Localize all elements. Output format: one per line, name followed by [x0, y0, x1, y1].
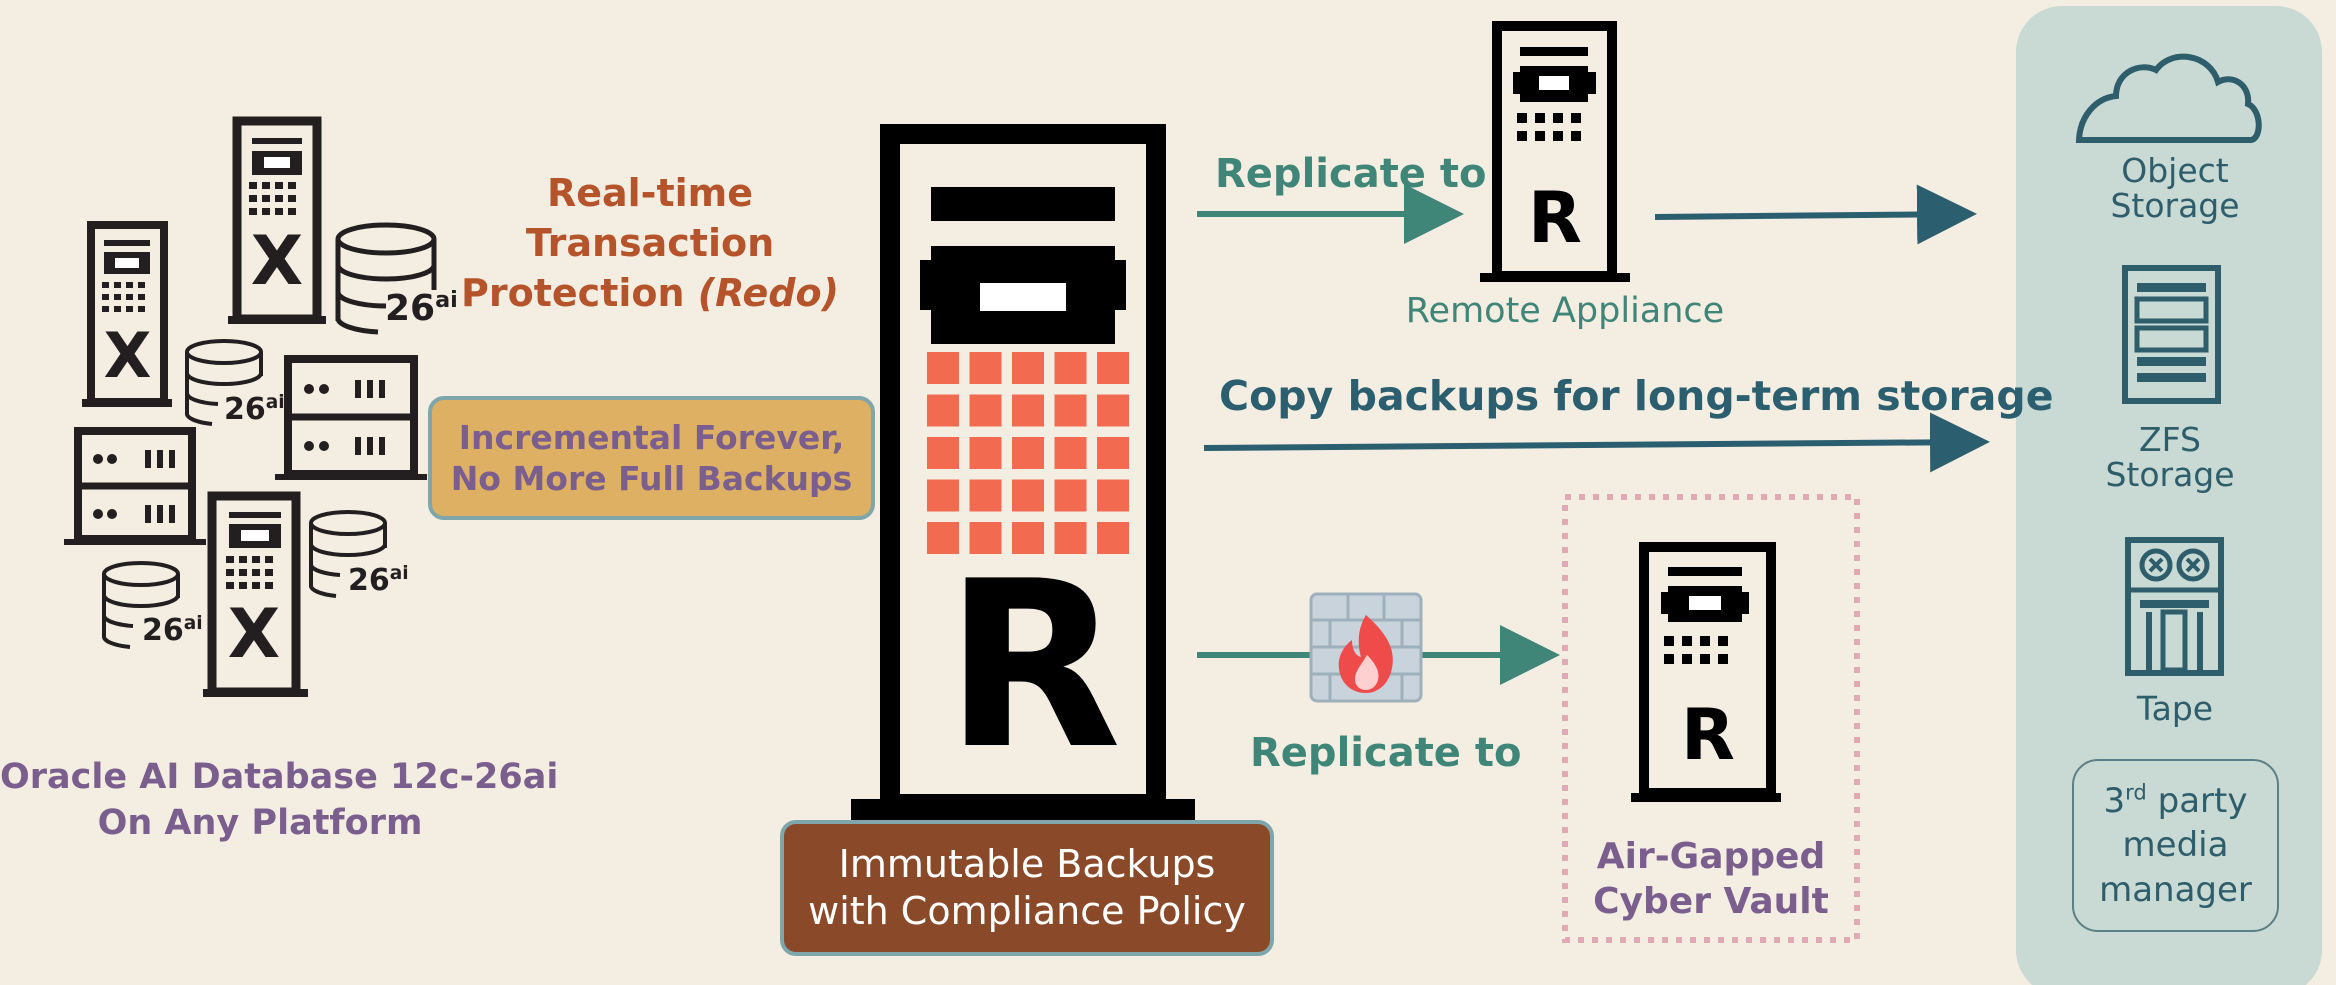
storage-tile: [1097, 437, 1129, 469]
database-icon: [184, 339, 263, 426]
storage-tile: [969, 437, 1002, 469]
incremental-line2: No More Full Backups: [450, 459, 853, 498]
copy-backups-arrow: [1203, 412, 1990, 473]
x-server-letter: X: [103, 319, 152, 392]
x-server-icon: [203, 491, 308, 697]
storage-tile: [969, 394, 1002, 427]
vault-appliance-icon: [1631, 542, 1781, 802]
copy-backups-label: Copy backups for long-term storage: [1219, 372, 2054, 420]
replicate-bottom-label: Replicate to: [1250, 730, 1522, 776]
storage-tile: [1097, 394, 1129, 427]
cyber-vault-line2: Cyber Vault: [1593, 881, 1829, 923]
x-server-letter: X: [227, 595, 281, 674]
storage-tile: [1012, 394, 1044, 427]
storage-tile: [1097, 479, 1129, 512]
x-server-icon: [82, 221, 172, 407]
third-party-line1: 3rd party: [2103, 779, 2248, 822]
sources-caption: Oracle AI Database 12c-26ai On Any Platf…: [0, 755, 559, 846]
third-party-line3: manager: [2099, 869, 2252, 910]
storage-tile: [1054, 522, 1087, 554]
cloud-icon: [2075, 53, 2262, 143]
sources-caption-line1: Oracle AI Database 12c-26ai: [0, 757, 559, 797]
remote-to-storage-arrow: [1654, 184, 1977, 245]
immutable-line2: with Compliance Policy: [808, 889, 1246, 933]
incremental-forever-badge: Incremental Forever, No More Full Backup…: [428, 396, 875, 520]
x-server-icon: [228, 116, 326, 324]
storage-tile: [969, 352, 1002, 384]
cyber-vault-caption: Air-Gapped Cyber Vault: [1565, 834, 1857, 925]
database-icon: [308, 510, 387, 598]
storage-tile: [1054, 479, 1087, 512]
remote-appliance-letter: R: [1528, 177, 1582, 259]
remote-appliance-caption: Remote Appliance: [1405, 291, 1725, 331]
storage-panel: [2016, 6, 2322, 985]
storage-tile: [1012, 522, 1044, 554]
storage-tile: [927, 522, 959, 554]
storage-tile: [1054, 394, 1087, 427]
storage-grid: [927, 352, 1129, 554]
tape-icon: [2125, 537, 2224, 676]
incremental-line1: Incremental Forever,: [458, 417, 845, 457]
storage-tile: [1012, 437, 1044, 469]
storage-tile: [1012, 352, 1044, 384]
storage-tile: [927, 437, 959, 469]
immutable-line1: Immutable Backups: [838, 841, 1216, 886]
db-badge: 26ai: [348, 563, 409, 598]
appliance-letter: R: [944, 533, 1122, 800]
storage-tile: [1054, 352, 1087, 384]
storage-tile: [1054, 437, 1087, 469]
storage-tile: [927, 479, 959, 512]
storage-tile: [969, 522, 1002, 554]
recovery-appliance-icon: [851, 124, 1195, 821]
redo-label: Real-time Transaction Protection (Redo): [440, 168, 860, 318]
firewall-icon: [1309, 592, 1423, 703]
object-storage-label: Object Storage: [2110, 151, 2240, 225]
zfs-storage-label: ZFS Storage: [2105, 420, 2235, 494]
x-server-letter: X: [250, 222, 304, 301]
tape-label: Tape: [2136, 689, 2214, 728]
redo-line2: Transaction: [525, 221, 775, 266]
storage-tile: [969, 479, 1002, 512]
database-icon: [335, 222, 437, 335]
rack-server-icon: [64, 427, 206, 545]
immutable-backups-badge: Immutable Backups with Compliance Policy: [780, 820, 1274, 956]
storage-tile: [1097, 352, 1129, 384]
third-party-line2: media: [2122, 825, 2229, 866]
vault-appliance-letter: R: [1681, 694, 1735, 776]
replicate-top-label: Replicate to: [1215, 151, 1487, 197]
redo-line3: Protection (Redo): [461, 271, 839, 316]
sources-caption-line2: On Any Platform: [97, 802, 423, 843]
remote-appliance-icon: [1480, 21, 1630, 282]
db-badge: 26ai: [224, 392, 285, 427]
rack-server-icon: [275, 355, 427, 480]
redo-line1: Real-time: [546, 171, 754, 215]
zfs-storage-icon: [2122, 265, 2221, 404]
storage-tile: [927, 352, 959, 384]
cyber-vault-line1: Air-Gapped: [1596, 836, 1826, 877]
storage-tile: [1097, 522, 1129, 554]
db-badge: 26ai: [142, 613, 203, 648]
db-badge: 26ai: [385, 287, 458, 329]
database-icon: [102, 561, 180, 649]
storage-tile: [1012, 479, 1044, 512]
cyber-vault-boundary: [1562, 494, 1860, 943]
storage-tile: [927, 394, 959, 427]
third-party-media-manager-box: 3rd party media manager: [2072, 759, 2279, 932]
